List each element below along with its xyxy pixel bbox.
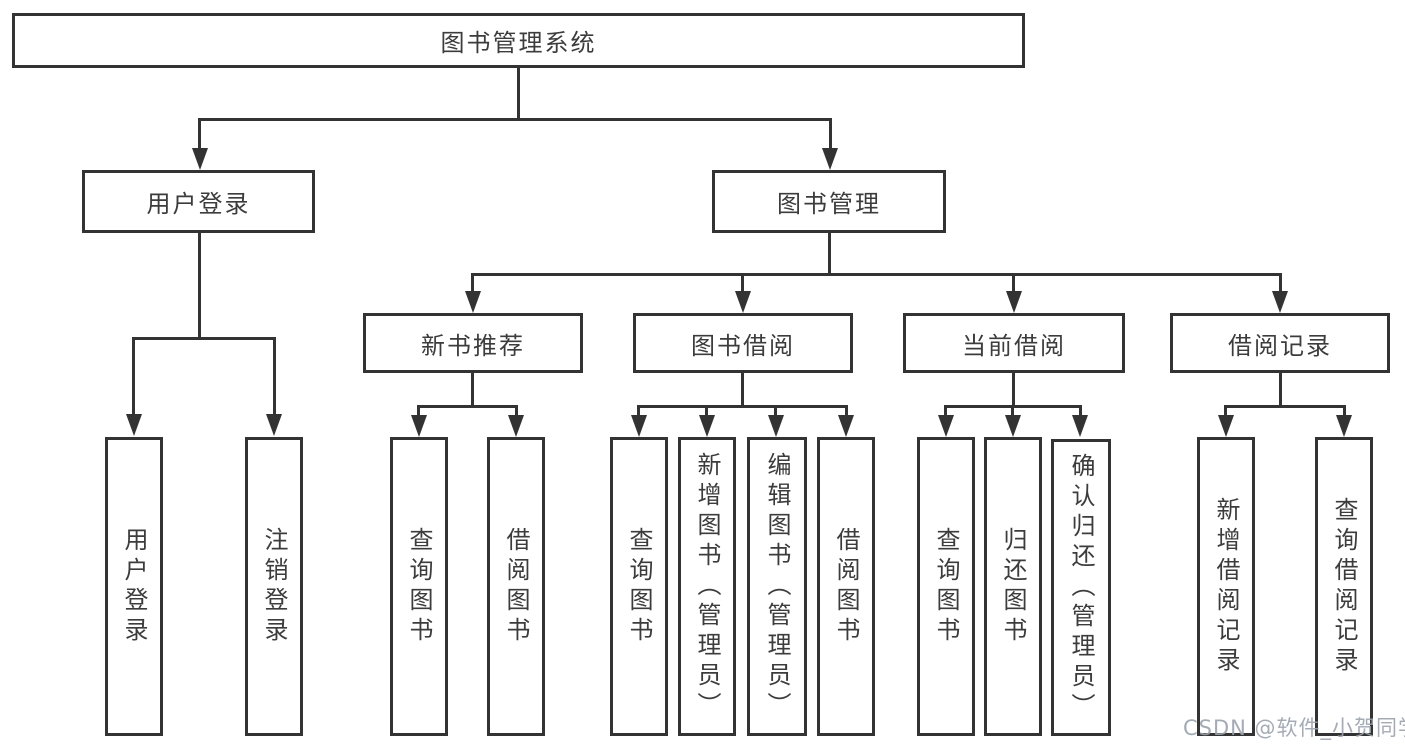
arrow-down-icon — [1336, 415, 1352, 437]
arrow-down-icon — [192, 148, 208, 170]
connector-line — [828, 233, 831, 276]
arrow-down-icon — [1272, 291, 1288, 313]
connector-line — [273, 337, 276, 414]
leaf-borrow-borrow-book-label: 借阅图书 — [832, 526, 860, 647]
connector-line — [471, 273, 474, 293]
leaf-borrow-search-book: 查询图书 — [610, 437, 668, 736]
arrow-down-icon — [266, 414, 282, 436]
leaf-records-search-record-label: 查询借阅记录 — [1330, 496, 1358, 677]
arrow-down-icon — [1218, 415, 1234, 437]
watermark: CSDN @软件_小贺同学 — [1183, 716, 1405, 740]
arrow-down-icon — [631, 415, 647, 437]
arrow-down-icon — [1005, 415, 1021, 437]
connector-line — [1012, 273, 1015, 293]
connector-line — [1343, 405, 1346, 417]
section-book-borrow: 图书借阅 — [633, 313, 853, 373]
leaf-borrow-add-book-admin-label: 新增图书（管理员） — [693, 451, 721, 722]
leaf-recommend-search-book-label: 查询图书 — [405, 526, 433, 647]
connector-line — [741, 273, 744, 293]
leaf-borrow-borrow-book: 借阅图书 — [817, 437, 875, 736]
leaf-current-confirm-return-admin-label: 确认归还（管理员） — [1067, 452, 1095, 723]
root-node-label: 图书管理系统 — [440, 29, 597, 57]
connector-line — [1012, 373, 1015, 407]
leaf-records-search-record: 查询借阅记录 — [1315, 437, 1373, 736]
connector-line — [471, 373, 474, 407]
section-borrow-records: 借阅记录 — [1170, 313, 1390, 373]
arrow-down-icon — [938, 415, 954, 437]
leaf-recommend-search-book: 查询图书 — [390, 437, 448, 736]
leaf-current-search-book-label: 查询图书 — [932, 526, 960, 647]
arrow-down-icon — [699, 415, 715, 437]
section-new-book-recommend-label: 新书推荐 — [421, 331, 525, 360]
section-current-borrow: 当前借阅 — [903, 313, 1125, 373]
connector-line — [1011, 405, 1014, 417]
arrow-down-icon — [126, 414, 142, 436]
connector-line — [741, 373, 744, 407]
section-borrow-records-label: 借阅记录 — [1228, 331, 1332, 360]
connector-line — [637, 405, 848, 408]
leaf-current-return-book: 归还图书 — [984, 437, 1042, 736]
leaf-borrow-add-book-admin: 新增图书（管理员） — [678, 437, 736, 736]
leaf-current-return-book-label: 归还图书 — [999, 526, 1027, 647]
leaf-logout: 注销登录 — [245, 437, 303, 736]
connector-line — [198, 118, 201, 150]
connector-line — [845, 405, 848, 417]
arrow-down-icon — [411, 415, 427, 437]
connector-line — [637, 405, 640, 417]
connector-line — [417, 405, 518, 408]
arrow-down-icon — [838, 415, 854, 437]
leaf-borrow-edit-book-admin: 编辑图书（管理员） — [747, 437, 807, 736]
leaf-recommend-borrow-book: 借阅图书 — [487, 437, 545, 736]
leaf-current-confirm-return-admin: 确认归还（管理员） — [1051, 439, 1111, 736]
connector-line — [198, 233, 201, 337]
connector-line — [1224, 405, 1227, 417]
leaf-borrow-search-book-label: 查询图书 — [625, 526, 653, 647]
arrow-down-icon — [1006, 291, 1022, 313]
connector-line — [132, 337, 276, 340]
connector-line — [774, 405, 777, 417]
arrow-down-icon — [822, 148, 838, 170]
branch-book-management: 图书管理 — [712, 170, 946, 233]
connector-line — [515, 405, 518, 417]
arrow-down-icon — [1072, 415, 1088, 437]
connector-line — [705, 405, 708, 417]
root-node: 图书管理系统 — [12, 13, 1025, 68]
branch-user-login: 用户登录 — [82, 170, 315, 233]
connector-line — [1279, 373, 1282, 407]
leaf-recommend-borrow-book-label: 借阅图书 — [502, 526, 530, 647]
arrow-down-icon — [735, 291, 751, 313]
leaf-user-login-label: 用户登录 — [120, 526, 148, 647]
leaf-user-login: 用户登录 — [105, 437, 163, 736]
branch-book-management-label: 图书管理 — [777, 190, 881, 218]
leaf-current-search-book: 查询图书 — [917, 437, 975, 736]
connector-line — [1279, 273, 1282, 293]
branch-user-login-label: 用户登录 — [146, 190, 251, 218]
connector-line — [1224, 405, 1346, 408]
connector-line — [944, 405, 947, 417]
section-book-borrow-label: 图书借阅 — [691, 331, 795, 360]
arrow-down-icon — [465, 291, 481, 313]
leaf-borrow-edit-book-admin-label: 编辑图书（管理员） — [763, 451, 791, 722]
connector-line — [829, 118, 832, 150]
connector-line — [198, 118, 832, 121]
connector-line — [417, 405, 420, 417]
leaf-logout-label: 注销登录 — [260, 526, 288, 647]
connector-line — [132, 337, 135, 414]
connector-line — [471, 273, 1282, 276]
arrow-down-icon — [508, 415, 524, 437]
connector-line — [1079, 405, 1082, 417]
section-current-borrow-label: 当前借阅 — [962, 331, 1066, 360]
leaf-records-add-record: 新增借阅记录 — [1197, 437, 1255, 736]
section-new-book-recommend: 新书推荐 — [363, 313, 583, 373]
arrow-down-icon — [768, 415, 784, 437]
leaf-records-add-record-label: 新增借阅记录 — [1212, 496, 1240, 677]
connector-line — [517, 68, 520, 118]
